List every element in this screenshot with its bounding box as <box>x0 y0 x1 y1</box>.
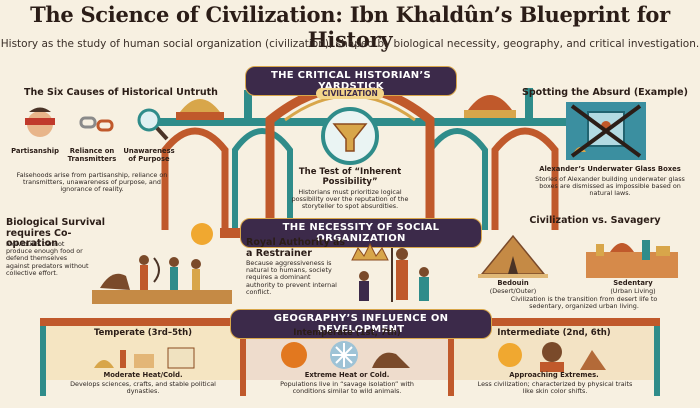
tent-illustration <box>478 234 548 278</box>
savagery-text: Civilization is the transition from dese… <box>510 295 658 311</box>
untruth-item-1: Partisanship <box>11 147 59 155</box>
untruth-item-3: Unawareness of Purpose <box>123 147 175 163</box>
survival-text: Individuals cannot produce enough food o… <box>6 240 89 277</box>
absurd-heading: Spotting the Absurd (Example) <box>522 87 688 98</box>
survival-heading: Biological Survival requires Co-operatio… <box>6 217 106 249</box>
zone-name-1: Temperate (3rd–5th) <box>93 328 193 338</box>
person-sun-icon <box>498 342 606 372</box>
test-text: Historians must prioritize logical possi… <box>291 188 409 211</box>
untruth-icons <box>12 104 182 154</box>
sedentary-sub: (Urban Living) <box>610 287 656 295</box>
blindfold-icon <box>25 107 55 137</box>
untruth-heading: The Six Causes of Historical Untruth <box>24 87 218 98</box>
zone-text-2: Populations live in “savage isolation” w… <box>280 380 414 396</box>
page-subtitle: History as the study of human social org… <box>0 38 700 50</box>
zone-caption-1: Moderate Heat/Cold. <box>103 371 183 379</box>
sedentary-label: Sedentary <box>613 279 653 287</box>
bedouin-sub: (Desert/Outer) <box>489 287 537 295</box>
absurd-text: Stories of Alexander building underwater… <box>535 175 685 198</box>
zone-caption-2: Extreme Heat or Cold. <box>304 371 390 379</box>
funnel-icon <box>321 107 379 165</box>
magnifier-icon <box>137 108 169 141</box>
broken-chain-icon <box>79 116 114 132</box>
banner-necessity: THE NECESSITY OF SOCIAL ORGANIZATION <box>240 218 482 248</box>
zone-text-3: Less civilization; characterized by phys… <box>477 380 633 396</box>
king-crowd-illustration <box>351 242 429 302</box>
absurd-caption: Alexander’s Underwater Glass Boxes <box>539 165 681 173</box>
city-illustration <box>586 240 678 278</box>
glass-box-icon <box>566 102 646 160</box>
zone-name-3: Intermediate (2nd, 6th) <box>497 328 611 338</box>
banner-geography: GEOGRAPHY’S INFLUENCE ON DEVELOPMENT <box>230 309 492 339</box>
page-title: The Science of Civilization: Ibn Khaldûn… <box>30 2 670 52</box>
savagery-heading: Civilization vs. Savagery <box>529 215 661 226</box>
sun-snow-icon <box>281 341 410 369</box>
zone-name-2: Intemperate (1st, 7th) <box>293 328 401 338</box>
arch-label: CIVILIZATION <box>316 88 384 99</box>
zone-text-1: Develops sciences, crafts, and stable po… <box>70 380 216 396</box>
hunters-illustration <box>92 223 232 304</box>
royal-heading: Royal Authority as a Restrainer <box>246 237 346 259</box>
bedouin-label: Bedouin <box>497 279 529 287</box>
untruth-item-2: Reliance on Transmitters <box>67 147 117 163</box>
zone-caption-3: Approaching Extremes. <box>509 371 599 379</box>
royal-text: Because aggressiveness is natural to hum… <box>246 259 337 296</box>
test-title: The Test of “Inherent Possibility” <box>298 167 402 187</box>
untruth-text: Falsehoods arise from partisanship, reli… <box>16 171 168 194</box>
temperate-city-icon <box>94 347 195 369</box>
